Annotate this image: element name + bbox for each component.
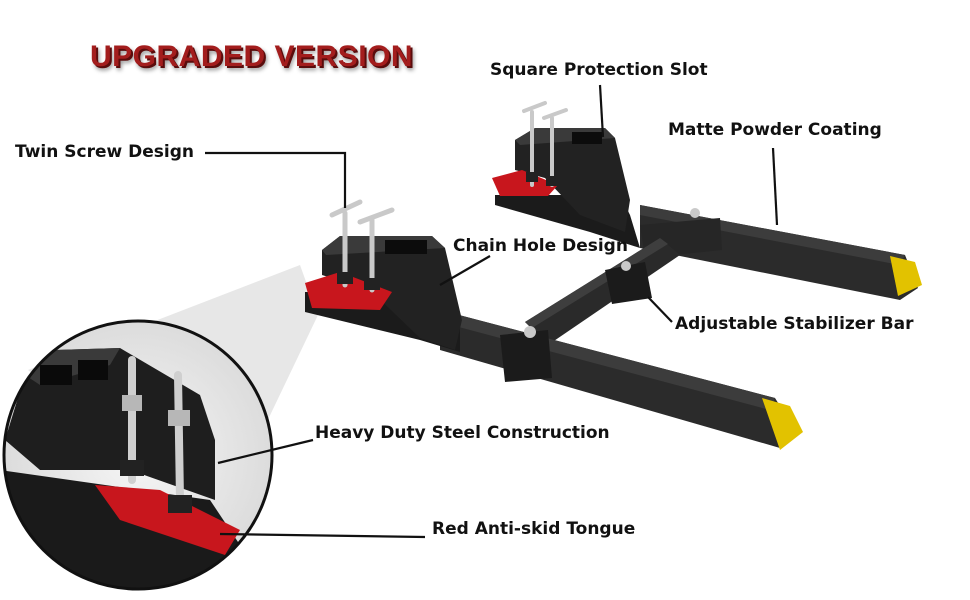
leader-square-slot bbox=[598, 84, 605, 138]
callout-chain-hole: Chain Hole Design bbox=[453, 236, 628, 256]
detail-zoom-circle bbox=[2, 319, 274, 591]
leader-anti-skid bbox=[219, 532, 426, 539]
leader-chain-hole bbox=[439, 255, 491, 286]
rear-red-tongue bbox=[492, 170, 558, 196]
leader-lines bbox=[205, 84, 779, 539]
front-fork-yellow-tip bbox=[762, 398, 803, 450]
leader-matte-coating bbox=[771, 147, 779, 226]
leader-twin-screw bbox=[205, 151, 347, 208]
front-square-slot bbox=[385, 240, 427, 254]
zoom-red-tongue bbox=[95, 485, 240, 555]
headline: UPGRADED VERSION bbox=[90, 40, 414, 73]
callout-steel-construction: Heavy Duty Steel Construction bbox=[315, 423, 610, 443]
leader-stabilizer bbox=[647, 296, 673, 323]
rear-square-slot bbox=[572, 132, 602, 144]
leader-steel bbox=[217, 438, 314, 465]
callout-stabilizer-bar: Adjustable Stabilizer Bar bbox=[675, 314, 914, 334]
zoom-square-slot bbox=[40, 365, 72, 385]
rear-fork-yellow-tip bbox=[890, 256, 922, 296]
callout-twin-screw: Twin Screw Design bbox=[15, 142, 194, 162]
callout-matte-coating: Matte Powder Coating bbox=[668, 120, 882, 140]
callout-square-slot: Square Protection Slot bbox=[490, 60, 708, 80]
callout-anti-skid: Red Anti-skid Tongue bbox=[432, 519, 636, 539]
stabilizer-bar bbox=[525, 208, 722, 345]
front-red-tongue bbox=[305, 272, 392, 310]
front-fork bbox=[305, 199, 803, 450]
